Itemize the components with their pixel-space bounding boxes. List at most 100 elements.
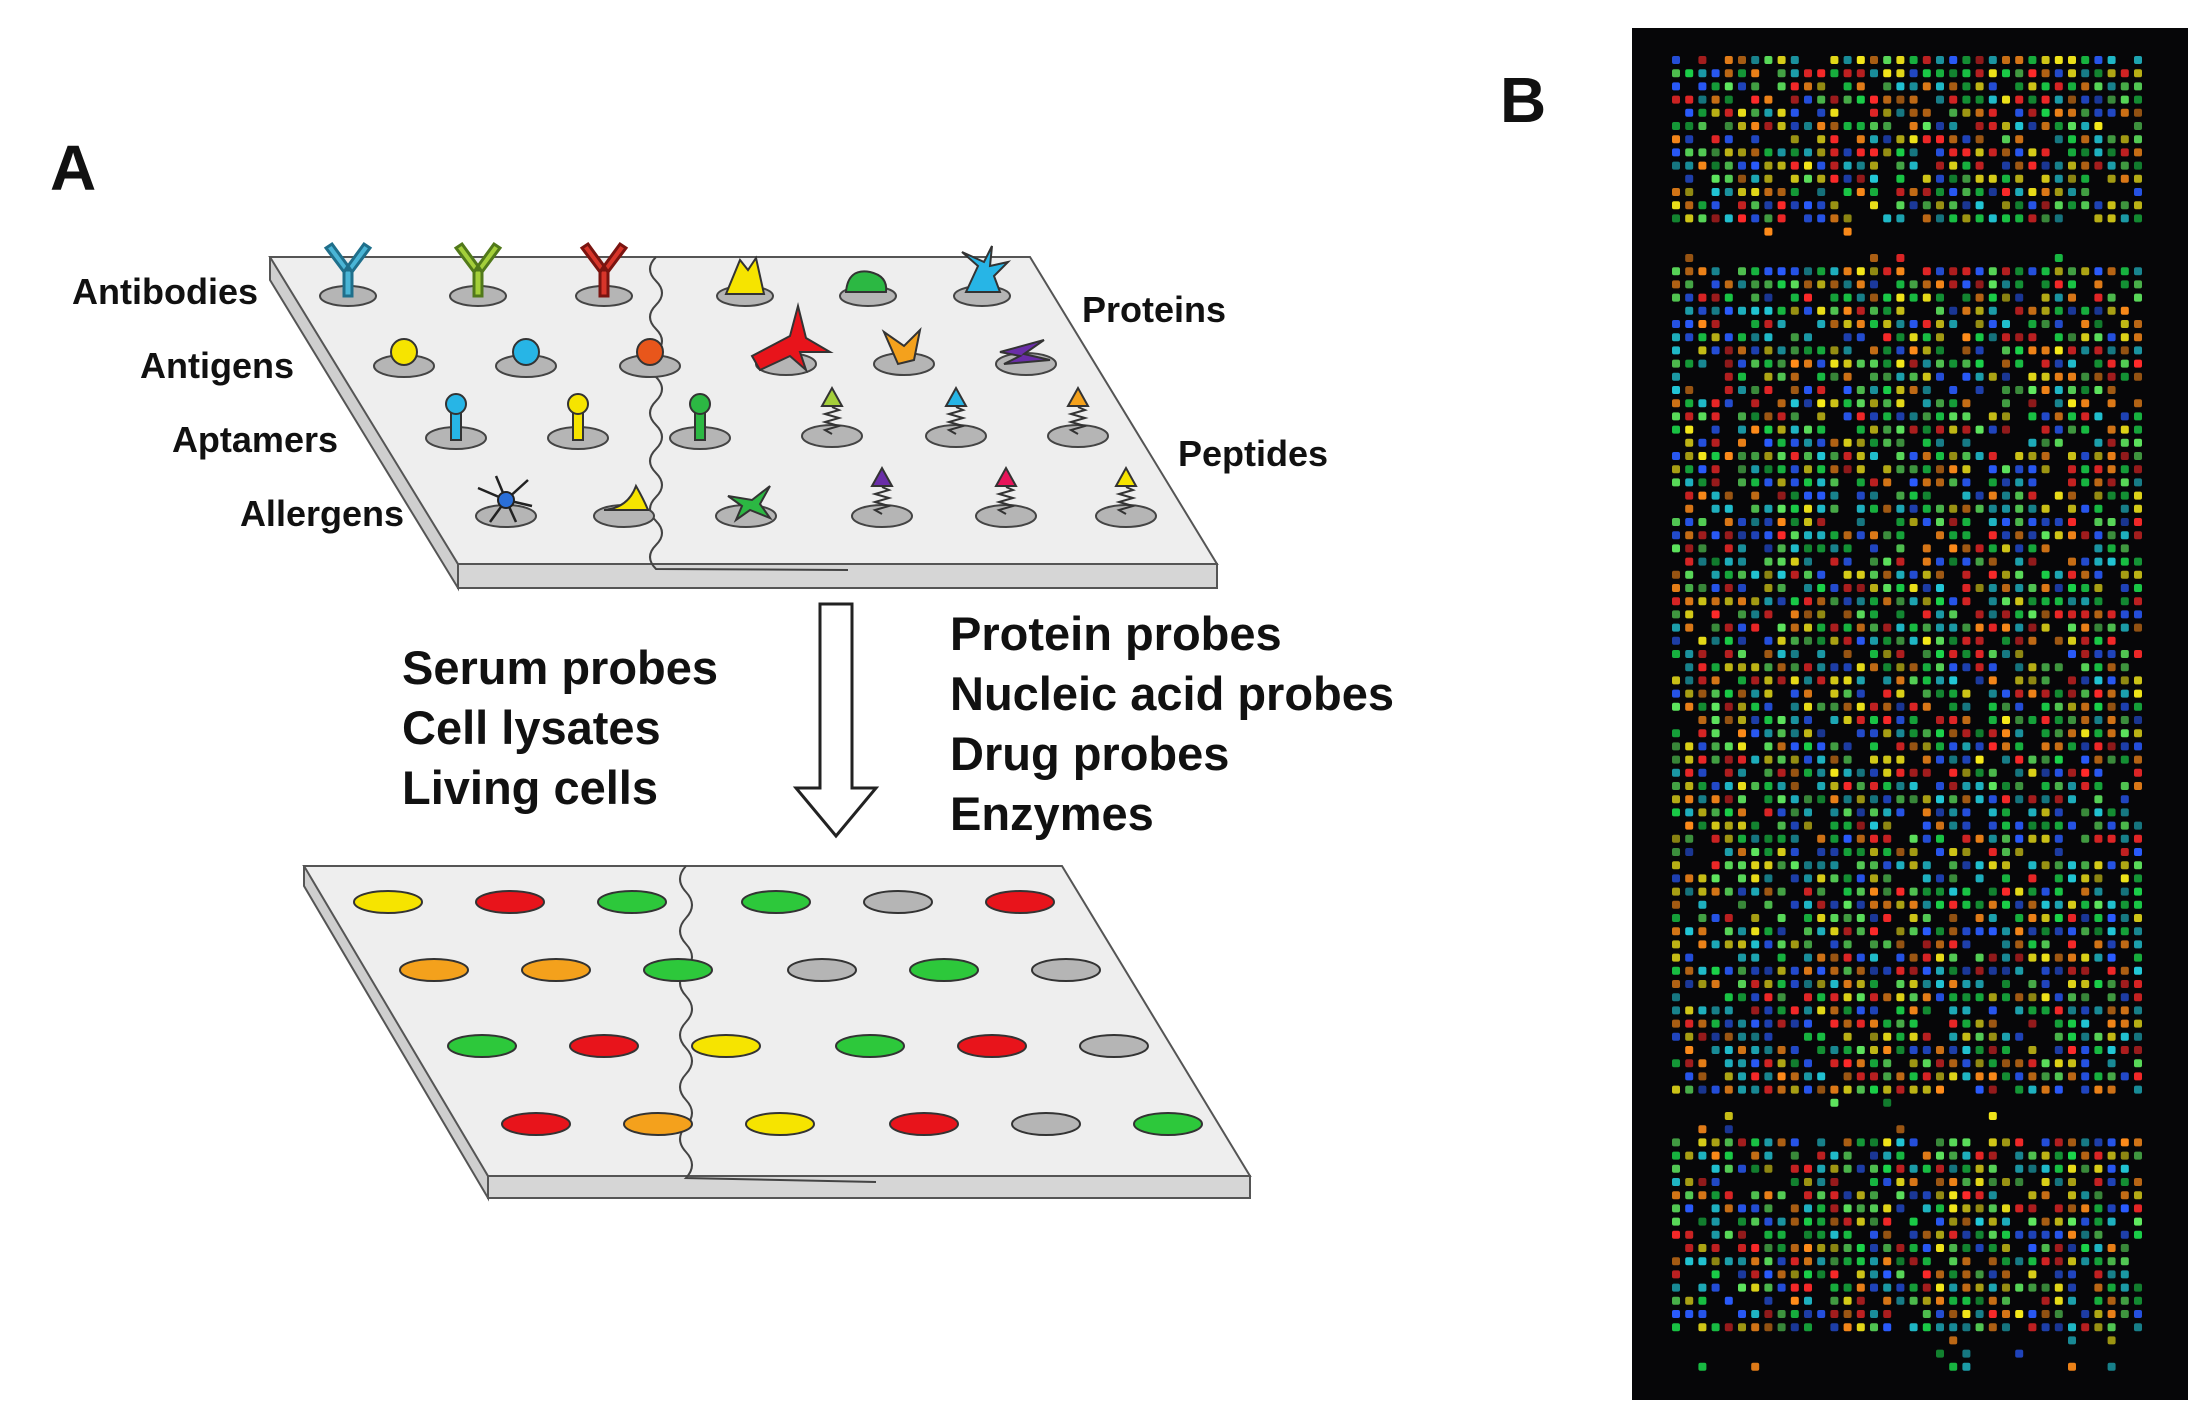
array-spot bbox=[1949, 861, 1958, 870]
array-spot bbox=[2107, 82, 2116, 91]
array-spot bbox=[1764, 557, 1773, 566]
array-spot bbox=[1856, 399, 1865, 408]
array-spot bbox=[2134, 372, 2142, 381]
array-spot bbox=[1738, 689, 1746, 698]
array-spot bbox=[2134, 1283, 2142, 1292]
array-spot bbox=[1764, 729, 1773, 738]
array-spot bbox=[2120, 1138, 2129, 1147]
array-spot bbox=[2081, 1032, 2090, 1041]
array-spot bbox=[1922, 1230, 1931, 1239]
array-spot bbox=[1777, 663, 1786, 672]
array-spot bbox=[2002, 188, 2010, 196]
array-spot bbox=[2002, 359, 2010, 368]
array-spot bbox=[2134, 1046, 2142, 1054]
array-spot bbox=[1685, 148, 1694, 157]
array-spot bbox=[2094, 544, 2103, 553]
array-spot bbox=[1936, 306, 1944, 315]
array-spot bbox=[1777, 452, 1786, 460]
array-spot bbox=[1724, 518, 1733, 526]
array-spot bbox=[1870, 1019, 1878, 1028]
array-spot bbox=[1870, 372, 1878, 381]
array-spot bbox=[1711, 584, 1720, 592]
array-spot bbox=[2068, 1006, 2076, 1015]
array-spot bbox=[2028, 1230, 2037, 1239]
array-spot bbox=[1764, 174, 1773, 183]
array-spot bbox=[1764, 346, 1773, 355]
array-spot bbox=[1936, 122, 1944, 130]
array-spot bbox=[1988, 280, 1997, 289]
array-spot bbox=[1751, 214, 1760, 223]
array-spot bbox=[2041, 782, 2050, 790]
array-spot bbox=[1975, 1230, 1984, 1239]
array-spot bbox=[1975, 267, 1984, 276]
array-spot bbox=[2134, 623, 2142, 632]
array-spot bbox=[1922, 1257, 1931, 1266]
array-spot bbox=[1870, 1178, 1878, 1186]
array-spot bbox=[1777, 214, 1786, 223]
array-spot bbox=[1870, 1257, 1878, 1266]
array-spot bbox=[2041, 861, 2050, 870]
array-spot bbox=[1751, 1204, 1760, 1213]
array-spot bbox=[2094, 478, 2103, 487]
array-spot bbox=[1936, 610, 1944, 619]
array-spot bbox=[2094, 452, 2103, 460]
array-spot bbox=[1856, 636, 1865, 645]
array-spot bbox=[1777, 122, 1786, 130]
array-spot bbox=[1922, 201, 1931, 210]
array-spot bbox=[1751, 108, 1760, 117]
array-spot bbox=[1962, 504, 1971, 513]
array-spot bbox=[2028, 69, 2037, 78]
array-spot bbox=[2081, 1323, 2090, 1332]
array-spot bbox=[2002, 742, 2010, 751]
array-spot bbox=[2134, 927, 2142, 936]
array-spot bbox=[1949, 1191, 1958, 1200]
array-spot bbox=[1830, 623, 1839, 632]
array-spot bbox=[2041, 293, 2050, 302]
array-spot bbox=[1672, 1006, 1680, 1015]
array-spot bbox=[1988, 821, 1997, 830]
array-spot bbox=[1988, 584, 1997, 592]
array-spot bbox=[2028, 82, 2037, 91]
array-spot bbox=[1870, 570, 1878, 579]
array-spot bbox=[1896, 346, 1905, 355]
array-spot bbox=[1949, 306, 1958, 315]
array-spot bbox=[1949, 1362, 1958, 1371]
array-spot bbox=[1909, 478, 1918, 487]
array-spot bbox=[1949, 597, 1958, 606]
array-spot bbox=[1922, 914, 1931, 922]
array-spot bbox=[1896, 1191, 1905, 1200]
array-spot bbox=[1698, 491, 1707, 500]
array-spot bbox=[2094, 306, 2103, 315]
array-spot bbox=[1830, 584, 1839, 592]
array-spot bbox=[2068, 386, 2076, 394]
array-spot bbox=[2094, 504, 2103, 513]
array-spot bbox=[2081, 161, 2090, 170]
array-spot bbox=[1817, 201, 1826, 210]
array-spot bbox=[2002, 465, 2010, 474]
array-spot bbox=[1685, 1059, 1694, 1068]
array-spot bbox=[2028, 504, 2037, 513]
array-spot bbox=[1856, 386, 1865, 394]
array-spot bbox=[1883, 676, 1892, 685]
array-spot bbox=[1949, 69, 1958, 78]
array-spot bbox=[2002, 148, 2010, 157]
array-spot bbox=[1672, 650, 1680, 658]
array-spot bbox=[1711, 214, 1720, 223]
array-spot bbox=[1738, 412, 1746, 421]
array-spot bbox=[1883, 399, 1892, 408]
array-spot bbox=[1724, 1072, 1733, 1081]
array-spot bbox=[1751, 993, 1760, 1002]
array-spot bbox=[1830, 1098, 1839, 1107]
array-spot bbox=[2107, 135, 2116, 144]
array-spot bbox=[1724, 1191, 1733, 1200]
array-spot bbox=[1698, 584, 1707, 592]
array-spot bbox=[1856, 122, 1865, 130]
array-spot bbox=[2094, 914, 2103, 922]
array-spot bbox=[1751, 386, 1760, 394]
array-spot bbox=[1724, 1046, 1733, 1054]
array-spot bbox=[2028, 887, 2037, 896]
array-spot bbox=[1883, 412, 1892, 421]
array-spot bbox=[1817, 359, 1826, 368]
array-spot bbox=[1949, 927, 1958, 936]
array-spot bbox=[2002, 900, 2010, 909]
